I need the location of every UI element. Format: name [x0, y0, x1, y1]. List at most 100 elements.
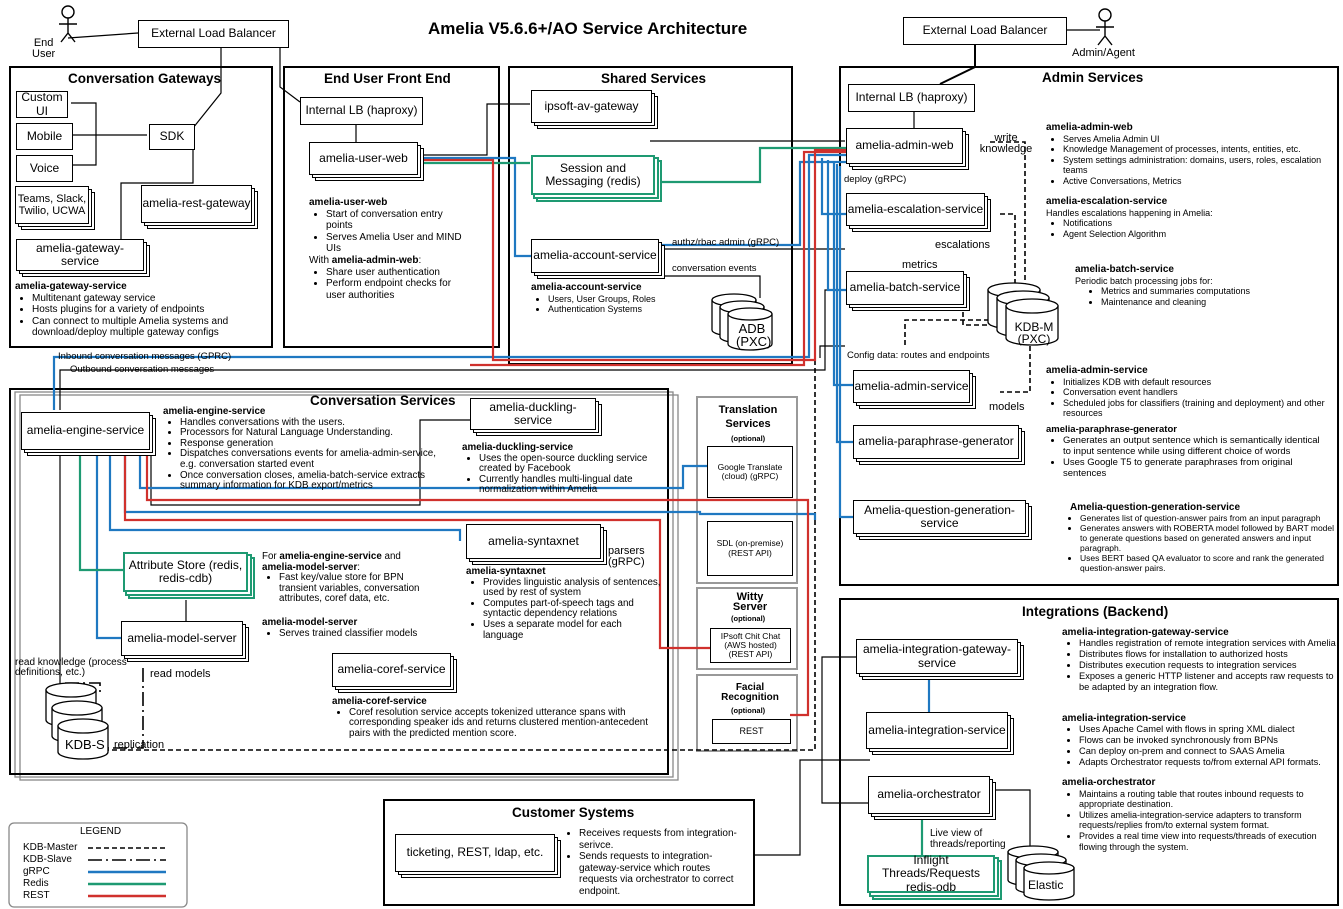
- int-gw-desc-item: Distributes flows for installation to au…: [1079, 649, 1338, 660]
- adb-label: ADB (PXC): [736, 321, 772, 349]
- question-generation-box: Amelia-question-generation-service: [853, 500, 1026, 534]
- inbound-label: Inbound conversation messages (GPRC): [58, 351, 232, 362]
- coref-desc-item: Coref resolution service accepts tokeniz…: [349, 707, 662, 740]
- outbound-label: Outbound conversation messages: [70, 364, 215, 375]
- orch-desc-item: Maintains a routing table that routes in…: [1079, 789, 1322, 810]
- escalation-desc-title: amelia-escalation-service: [1046, 196, 1168, 207]
- gateway-service-desc: amelia-gateway-service Multitenant gatew…: [15, 281, 265, 339]
- line-int-gw-left: [821, 656, 868, 804]
- legend-title: LEGEND: [80, 826, 122, 837]
- facial-frame: [696, 674, 798, 752]
- integration-service-box: amelia-integration-service: [866, 712, 1008, 749]
- attr-desc-heading-2: amelia-model-server:: [262, 562, 442, 574]
- end-user-front-end-frame: [283, 66, 500, 348]
- sdl-box: SDL (on-premise) (REST API): [707, 521, 793, 576]
- account-service-desc: amelia-account-service Users, User Group…: [531, 282, 691, 315]
- account-service-box: amelia-account-service: [531, 239, 659, 273]
- int-gw-desc-item: Handles registration of remote integrati…: [1079, 638, 1338, 649]
- paraphrase-desc: amelia-paraphrase-generator Generates an…: [1046, 424, 1326, 479]
- witty-title: Witty Server: [732, 591, 768, 613]
- user-web-with-item: Share user authentication: [326, 267, 469, 279]
- duckling-desc-item: Currently handles multi-lingual date nor…: [479, 474, 662, 496]
- translation-frame: [696, 396, 798, 584]
- rest-engine-admin: [470, 150, 846, 367]
- legend-item-grpc: gRPC: [23, 866, 50, 877]
- account-desc-title: amelia-account-service: [531, 282, 642, 293]
- line-user-lb-left: [67, 32, 139, 39]
- line-orch-elastic: [988, 789, 1031, 850]
- integration-gateway-desc: amelia-integration-gateway-service Handl…: [1062, 627, 1338, 693]
- customer-systems-box: ticketing, REST, ldap, etc.: [395, 834, 555, 872]
- paraphrase-desc-item: Uses Google T5 to generate paraphrases f…: [1063, 457, 1326, 479]
- diagram-title: Amelia V5.6.6+/AO Service Architecture: [428, 19, 748, 38]
- batch-desc-item: Metrics and summaries computations: [1101, 286, 1325, 297]
- line-conv-events: [655, 275, 761, 298]
- batch-desc-item: Maintenance and cleaning: [1101, 297, 1325, 308]
- coref-desc: amelia-coref-service Coref resolution se…: [332, 696, 662, 740]
- session-messaging-box: Session and Messaging (redis): [531, 155, 655, 195]
- batch-desc: amelia-batch-service Periodic batch proc…: [1075, 264, 1325, 308]
- external-lb-left: External Load Balancer: [138, 20, 289, 48]
- admin-service-desc-title: amelia-admin-service: [1046, 365, 1148, 376]
- line-config: [819, 345, 845, 358]
- kdbm-models-dash: [1000, 338, 1031, 393]
- kdbm-escalation-dash: [1000, 213, 1016, 290]
- grpc-admin-account: [655, 160, 846, 247]
- engine-desc-item: Processors for Natural Language Understa…: [180, 428, 439, 439]
- gateway-desc-item: Multitenant gateway service: [32, 293, 265, 305]
- syntaxnet-desc-item: Computes part-of-speech tags and syntact…: [483, 598, 661, 620]
- paraphrase-desc-title: amelia-paraphrase-generator: [1046, 424, 1177, 435]
- model-desc-item: Serves trained classifier models: [279, 628, 442, 640]
- int-svc-desc-item: Can deploy on-prem and connect to SAAS A…: [1079, 746, 1338, 757]
- admin-web-desc-item: Active Conversations, Metrics: [1063, 176, 1334, 187]
- admin-web-desc-item: Knowledge Management of processes, inten…: [1063, 144, 1334, 155]
- with-prefix: With: [309, 254, 332, 266]
- read-knowledge-label: read knowledge (process definitions, etc…: [15, 657, 127, 678]
- user-web-desc-title: amelia-user-web: [309, 197, 388, 208]
- int-svc-desc-item: Adapts Orchestrator requests to/from ext…: [1079, 757, 1338, 768]
- escalation-desc-text: Handles escalations happening in Amelia:: [1046, 207, 1213, 218]
- deploy-label: deploy (gRPC): [844, 174, 907, 185]
- batch-desc-title: amelia-batch-service: [1075, 264, 1174, 275]
- engine-desc-title: amelia-engine-service: [163, 406, 266, 417]
- coref-service-box: amelia-coref-service: [332, 653, 451, 687]
- facial-title: Facial Recognition: [721, 682, 779, 703]
- admin-service-desc: amelia-admin-service Initializes KDB wit…: [1046, 365, 1334, 419]
- legend-item-kdb-slave: KDB-Slave: [23, 854, 72, 865]
- int-svc-desc-item: Flows can be invoked synchronously from …: [1079, 735, 1338, 746]
- model-server-desc: amelia-model-server Serves trained class…: [262, 617, 442, 640]
- line-userweb-av: [420, 103, 530, 156]
- kdbm-admin-web-dash: [990, 141, 1026, 290]
- kdbm-label: KDB-M (PXC): [1014, 320, 1054, 346]
- user-web-with: With amelia-admin-web:: [309, 255, 469, 267]
- customer-desc-item: Receives requests from integration-seriv…: [579, 828, 746, 851]
- paraphrase-desc-item: Generates an output sentence which is se…: [1063, 435, 1326, 457]
- gateway-desc-item: Hosts plugins for a variety of endpoints: [32, 304, 265, 316]
- gateway-service-box: amelia-gateway-service: [16, 239, 144, 271]
- orchestrator-box: amelia-orchestrator: [868, 776, 990, 814]
- sdk-box: SDK: [149, 124, 195, 150]
- end-user-actor: [59, 5, 77, 43]
- line-customer-int: [755, 759, 870, 856]
- line-lb-left-front: [279, 47, 301, 103]
- question-desc-title: Amelia-question-generation-service: [1070, 502, 1241, 513]
- conversation-services-frame: [9, 388, 669, 775]
- internal-lb-front: Internal LB (haproxy): [300, 97, 423, 125]
- integrations-frame: [839, 598, 1339, 906]
- kdbs-label: KDB-S: [65, 737, 105, 752]
- attr-desc-heading: For amelia-engine-service and: [262, 551, 442, 563]
- admin-web-desc: amelia-admin-web Serves Amelia Admin UIK…: [1046, 122, 1334, 187]
- internal-lb-admin: Internal LB (haproxy): [848, 84, 975, 112]
- customer-desc-item: Sends requests to integration-gateway-se…: [579, 851, 746, 897]
- grpc-engine-model: [95, 452, 121, 640]
- orchestrator-desc: amelia-orchestrator Maintains a routing …: [1062, 777, 1322, 852]
- facial-optional: (optional): [731, 706, 766, 715]
- legend-item-rest: REST: [23, 890, 50, 901]
- user-web-box: amelia-user-web: [309, 142, 418, 175]
- grpc-admin-paraphrase: [835, 164, 853, 444]
- model-desc-title: amelia-model-server: [262, 617, 358, 628]
- engine-desc: amelia-engine-service Handles conversati…: [163, 406, 439, 492]
- user-web-desc: amelia-user-web Start of conversation en…: [309, 197, 469, 301]
- elastic-cylinders: [1007, 845, 1075, 901]
- account-desc-item: Users, User Groups, Roles: [548, 294, 691, 305]
